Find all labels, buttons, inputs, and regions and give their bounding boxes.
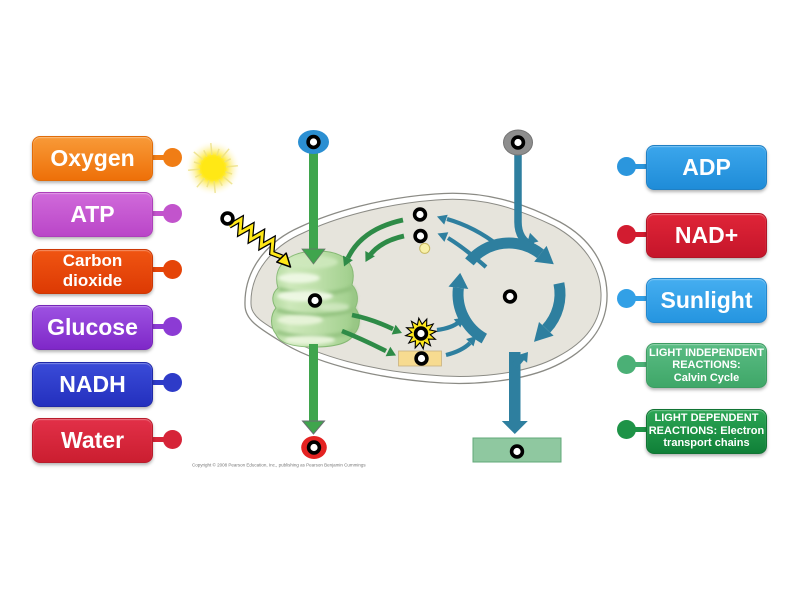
- svg-text:Copyright © 2008 Pearson Educa: Copyright © 2008 Pearson Education, Inc.…: [192, 462, 366, 468]
